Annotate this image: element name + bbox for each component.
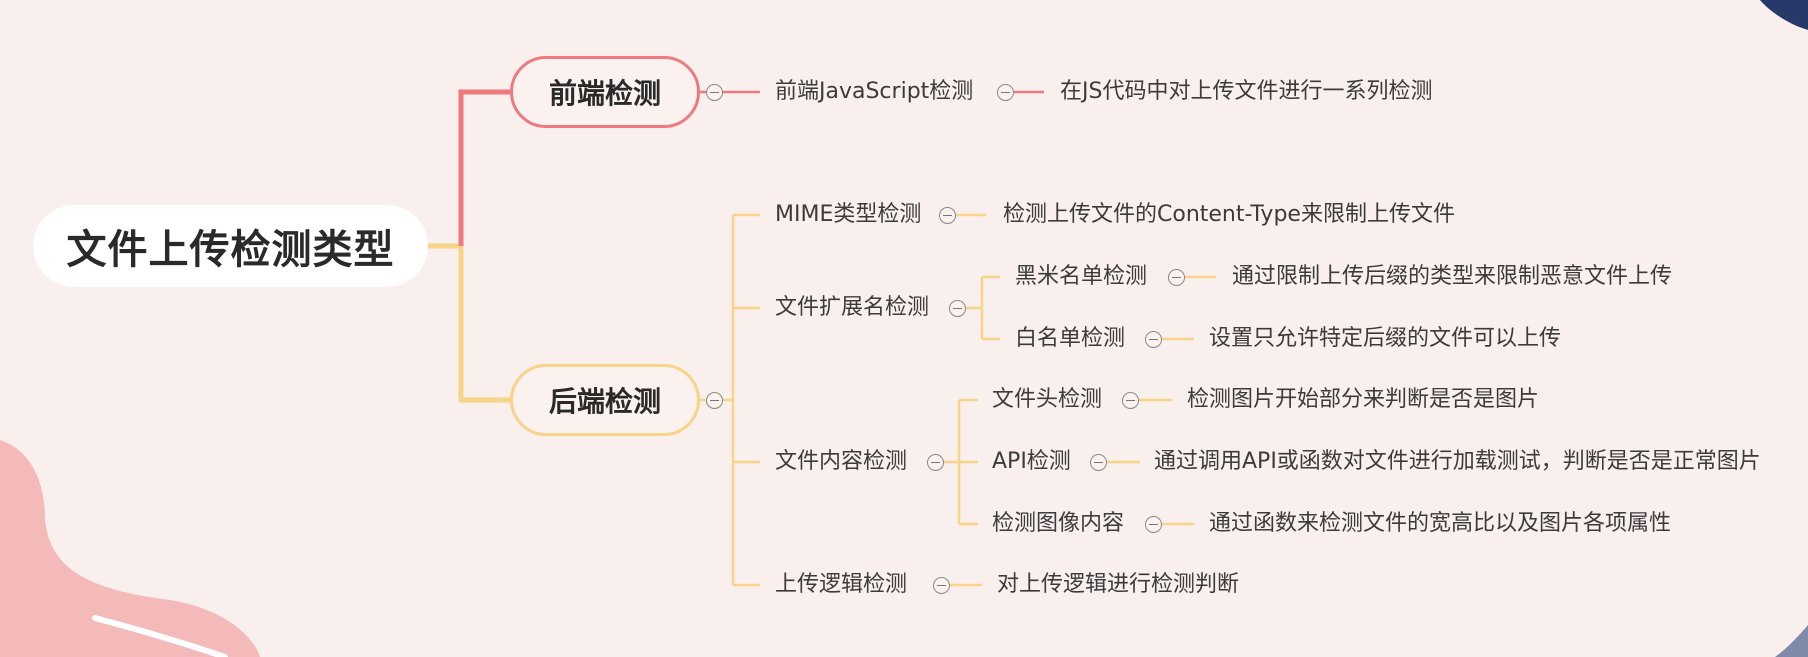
api-desc[interactable]: 通过调用API或函数对文件进行加载测试，判断是否是正常图片 bbox=[1154, 449, 1761, 474]
collapse-toggle-content[interactable] bbox=[927, 454, 944, 471]
collapse-toggle-back[interactable] bbox=[706, 392, 723, 409]
decorative-blob bbox=[0, 440, 260, 657]
collapse-toggle-image[interactable] bbox=[1145, 516, 1162, 533]
front-js-desc[interactable]: 在JS代码中对上传文件进行一系列检测 bbox=[1060, 79, 1433, 104]
mime-node[interactable]: MIME类型检测 bbox=[775, 202, 922, 227]
api-node[interactable]: API检测 bbox=[992, 449, 1071, 474]
collapse-toggle-mime[interactable] bbox=[939, 207, 956, 224]
content-spine bbox=[944, 398, 978, 526]
whitelist-desc[interactable]: 设置只允许特定后缀的文件可以上传 bbox=[1209, 326, 1562, 351]
collapse-toggle-front-js[interactable] bbox=[997, 84, 1014, 101]
back-branch-node[interactable]: 后端检测 bbox=[510, 364, 700, 436]
logic-desc[interactable]: 对上传逻辑进行检测判断 bbox=[997, 572, 1240, 597]
back-connector bbox=[458, 246, 510, 403]
front-connector bbox=[458, 89, 510, 246]
mime-desc[interactable]: 检测上传文件的Content-Type来限制上传文件 bbox=[1003, 202, 1455, 227]
decorative-corner-bottom bbox=[1775, 625, 1808, 657]
decorative-corner-top bbox=[1760, 0, 1808, 30]
whitelist-node[interactable]: 白名单检测 bbox=[1015, 326, 1126, 351]
front-branch-node[interactable]: 前端检测 bbox=[510, 56, 700, 128]
collapse-toggle-black[interactable] bbox=[1168, 269, 1185, 286]
root-node[interactable]: 文件上传检测类型 bbox=[33, 205, 428, 287]
collapse-toggle-header[interactable] bbox=[1122, 392, 1139, 409]
ext-node[interactable]: 文件扩展名检测 bbox=[775, 295, 930, 320]
content-node[interactable]: 文件内容检测 bbox=[775, 449, 908, 474]
collapse-toggle-logic[interactable] bbox=[933, 577, 950, 594]
decorative-swoosh bbox=[92, 615, 228, 657]
blacklist-node[interactable]: 黑米名单检测 bbox=[1015, 264, 1148, 289]
file-header-desc[interactable]: 检测图片开始部分来判断是否是图片 bbox=[1187, 387, 1540, 412]
collapse-toggle-white[interactable] bbox=[1145, 331, 1162, 348]
ext-spine bbox=[966, 275, 1000, 341]
image-content-desc[interactable]: 通过函数来检测文件的宽高比以及图片各项属性 bbox=[1209, 511, 1672, 536]
logic-node[interactable]: 上传逻辑检测 bbox=[775, 572, 908, 597]
collapse-toggle-api[interactable] bbox=[1090, 454, 1107, 471]
front-js-node[interactable]: 前端JavaScript检测 bbox=[775, 79, 974, 104]
file-header-node[interactable]: 文件头检测 bbox=[992, 387, 1103, 412]
back-spine bbox=[731, 213, 760, 587]
blacklist-desc[interactable]: 通过限制上传后缀的类型来限制恶意文件上传 bbox=[1232, 264, 1673, 289]
collapse-toggle-front[interactable] bbox=[706, 84, 723, 101]
collapse-toggle-ext[interactable] bbox=[949, 300, 966, 317]
image-content-node[interactable]: 检测图像内容 bbox=[992, 511, 1125, 536]
